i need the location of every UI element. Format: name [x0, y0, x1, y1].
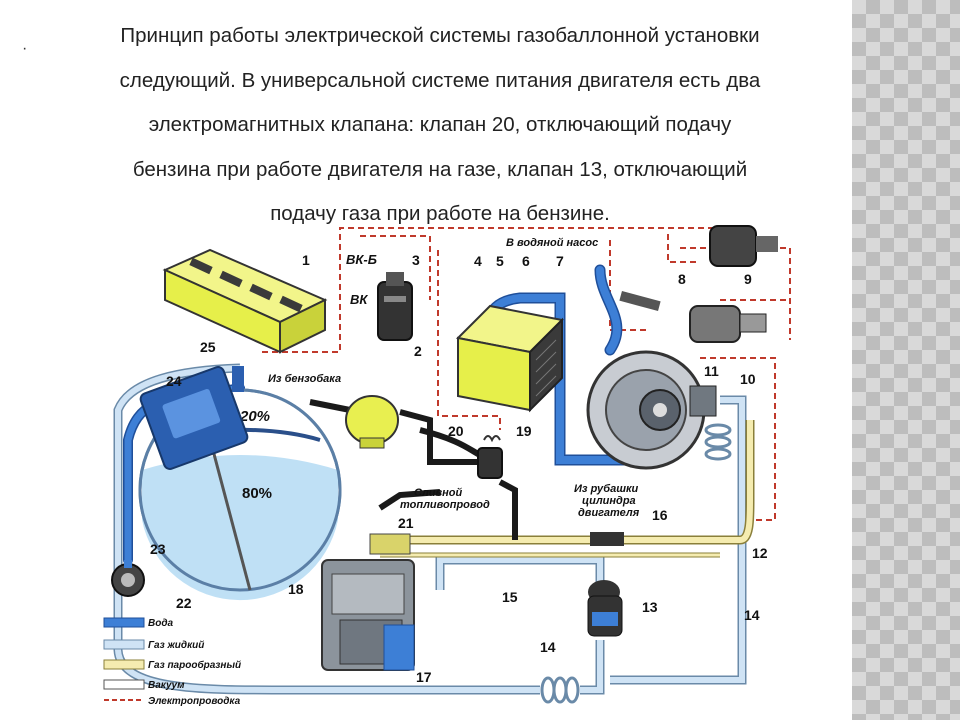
paragraph-line: подачу газа при работе на бензине. — [270, 202, 610, 225]
number-18: 18 — [288, 581, 304, 597]
gas-coil-12 — [704, 423, 732, 461]
engine-jacket-label-1: Из рубашки — [574, 483, 639, 495]
number-16: 16 — [652, 507, 668, 523]
number-21: 21 — [398, 515, 414, 531]
legend-label: Вакуум — [148, 680, 185, 691]
gas-solenoid-valve-13 — [587, 580, 623, 637]
paragraph-line: следующий. В универсальной системе питан… — [119, 68, 761, 92]
vkb-label: ВК-Б — [346, 252, 377, 267]
mixer-carburetor-18 — [321, 559, 415, 671]
number-9: 9 — [744, 271, 752, 287]
petrol-valve-10 — [689, 305, 767, 343]
legend-item-vacuum: Вакуум — [103, 679, 185, 691]
legend-item-water: Вода — [103, 617, 174, 629]
number-20: 20 — [448, 423, 464, 439]
number-23: 23 — [150, 541, 166, 557]
legend-label: Газ парообразный — [148, 659, 241, 671]
battery-1 — [162, 248, 328, 354]
number-13: 13 — [642, 599, 658, 615]
number-3: 3 — [412, 252, 420, 268]
number-6: 6 — [522, 253, 530, 269]
number-15: 15 — [502, 589, 518, 605]
number-5: 5 — [496, 253, 504, 269]
gas-coil-14 — [540, 676, 580, 704]
vk-label: ВК — [350, 292, 368, 307]
number-19: 19 — [516, 423, 532, 439]
multivalve-24 — [139, 366, 249, 470]
from-fuel-tank-label: Из бензобака — [268, 373, 341, 385]
battery-4 — [455, 304, 565, 413]
engine-jacket-label-2: цилиндра — [582, 495, 636, 507]
number-1: 1 — [302, 252, 310, 268]
number-11: 11 — [704, 363, 719, 379]
legend-label: Электропроводка — [148, 696, 241, 707]
ignition-coil-3 — [377, 272, 413, 341]
number-7: 7 — [556, 253, 564, 269]
dispenser-21 — [369, 533, 411, 555]
number-12: 12 — [752, 545, 768, 561]
number-17: 17 — [416, 669, 432, 685]
legend-label: Вода — [148, 618, 174, 629]
reducer-vaporizer-11 — [586, 350, 717, 470]
vacuum-hose-8 — [619, 290, 661, 312]
legend: Вода Газ жидкий Газ парообразный Вакуум … — [103, 617, 241, 707]
fuel-valve-20 — [477, 435, 503, 479]
gas-valve-9 — [709, 225, 778, 267]
legend-item-liquid-gas: Газ жидкий — [103, 639, 204, 651]
legend-item-wiring: Электропроводка — [104, 696, 241, 707]
number-8: 8 — [678, 271, 686, 287]
percent-20-label: 20% — [239, 408, 270, 425]
number-2: 2 — [414, 343, 422, 359]
fuel-filter-2 — [345, 395, 399, 449]
drain-line-label-1: Сливной — [414, 487, 463, 499]
percent-80-label: 80% — [242, 485, 272, 502]
fitting-16 — [590, 532, 624, 546]
vapor-gas-lines — [380, 420, 755, 558]
number-24: 24 — [166, 373, 182, 389]
water-pump-label: В водяной насос — [506, 237, 598, 249]
paragraph-line: электромагнитных клапана: клапан 20, отк… — [148, 113, 732, 136]
slide-paragraph: Принцип работы электрической системы газ… — [40, 14, 840, 237]
number-14b: 14 — [540, 639, 556, 655]
number-25: 25 — [200, 339, 216, 355]
legend-item-vapor-gas: Газ парообразный — [103, 659, 241, 671]
number-14a: 14 — [744, 607, 760, 623]
engine-jacket-label-3: двигателя — [578, 507, 640, 519]
paragraph-line: бензина при работе двигателя на газе, кл… — [132, 157, 748, 181]
bullet-marker: · — [22, 40, 28, 57]
filler-valve-23 — [111, 560, 145, 597]
legend-label: Газ жидкий — [148, 640, 204, 651]
decorative-pattern-strip — [852, 0, 960, 720]
number-4: 4 — [474, 253, 482, 269]
paragraph-line: Принцип работы электрической системы газ… — [120, 24, 760, 47]
number-22: 22 — [176, 595, 192, 611]
number-10: 10 — [740, 371, 756, 387]
drain-line-label-2: топливопровод — [400, 499, 490, 511]
